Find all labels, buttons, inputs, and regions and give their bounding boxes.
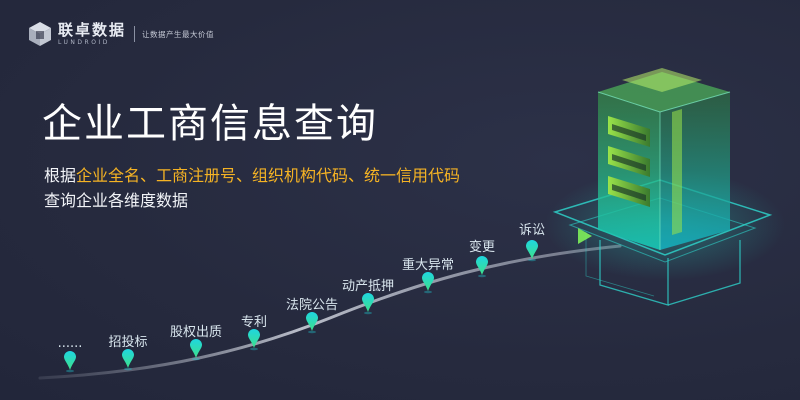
timeline-label: 变更 bbox=[468, 240, 496, 255]
map-pin-icon bbox=[190, 339, 202, 361]
timeline-label: 诉讼 bbox=[518, 223, 546, 238]
timeline-label: 法院公告 bbox=[285, 298, 339, 313]
map-pin-icon bbox=[306, 312, 318, 334]
page-title: 企业工商信息查询 bbox=[42, 101, 378, 147]
logo-cube-icon bbox=[29, 22, 51, 46]
map-pin-icon bbox=[526, 240, 538, 262]
timeline-label: ...... bbox=[57, 336, 83, 351]
timeline-label: 重大异常 bbox=[401, 258, 455, 273]
timeline-label: 招投标 bbox=[108, 335, 148, 350]
logo-divider bbox=[134, 26, 136, 42]
logo-mark bbox=[28, 22, 52, 46]
brand-logo[interactable]: 联卓数据 LUNDROID 让数据产生最大价值 bbox=[28, 20, 214, 48]
description-highlight: 企业全名、工商注册号、组织机构代码、统一信用代码 bbox=[76, 166, 461, 185]
brand-slogan: 让数据产生最大价值 bbox=[142, 29, 215, 39]
brand-name: 联卓数据 bbox=[58, 20, 127, 39]
description-line-1: 根据企业全名、工商注册号、组织机构代码、统一信用代码 bbox=[44, 165, 460, 187]
description-prefix: 根据 bbox=[44, 166, 77, 185]
map-pin-icon bbox=[362, 293, 374, 315]
timeline-label: 专利 bbox=[240, 315, 268, 330]
timeline-curve bbox=[38, 244, 622, 380]
map-pin-icon bbox=[64, 351, 76, 373]
server-tower-icon bbox=[545, 68, 785, 306]
description-line-2: 查询企业各维度数据 bbox=[44, 191, 189, 210]
timeline-label: 动产抵押 bbox=[341, 279, 395, 294]
map-pin-icon bbox=[248, 329, 260, 351]
brand-name-en: LUNDROID bbox=[58, 38, 110, 46]
timeline-pins bbox=[64, 240, 538, 373]
map-pin-icon bbox=[422, 272, 434, 294]
map-pin-icon bbox=[476, 256, 488, 278]
timeline-label: 股权出质 bbox=[169, 325, 223, 340]
logo-text: 联卓数据 LUNDROID bbox=[58, 20, 127, 47]
map-pin-icon bbox=[122, 349, 134, 371]
